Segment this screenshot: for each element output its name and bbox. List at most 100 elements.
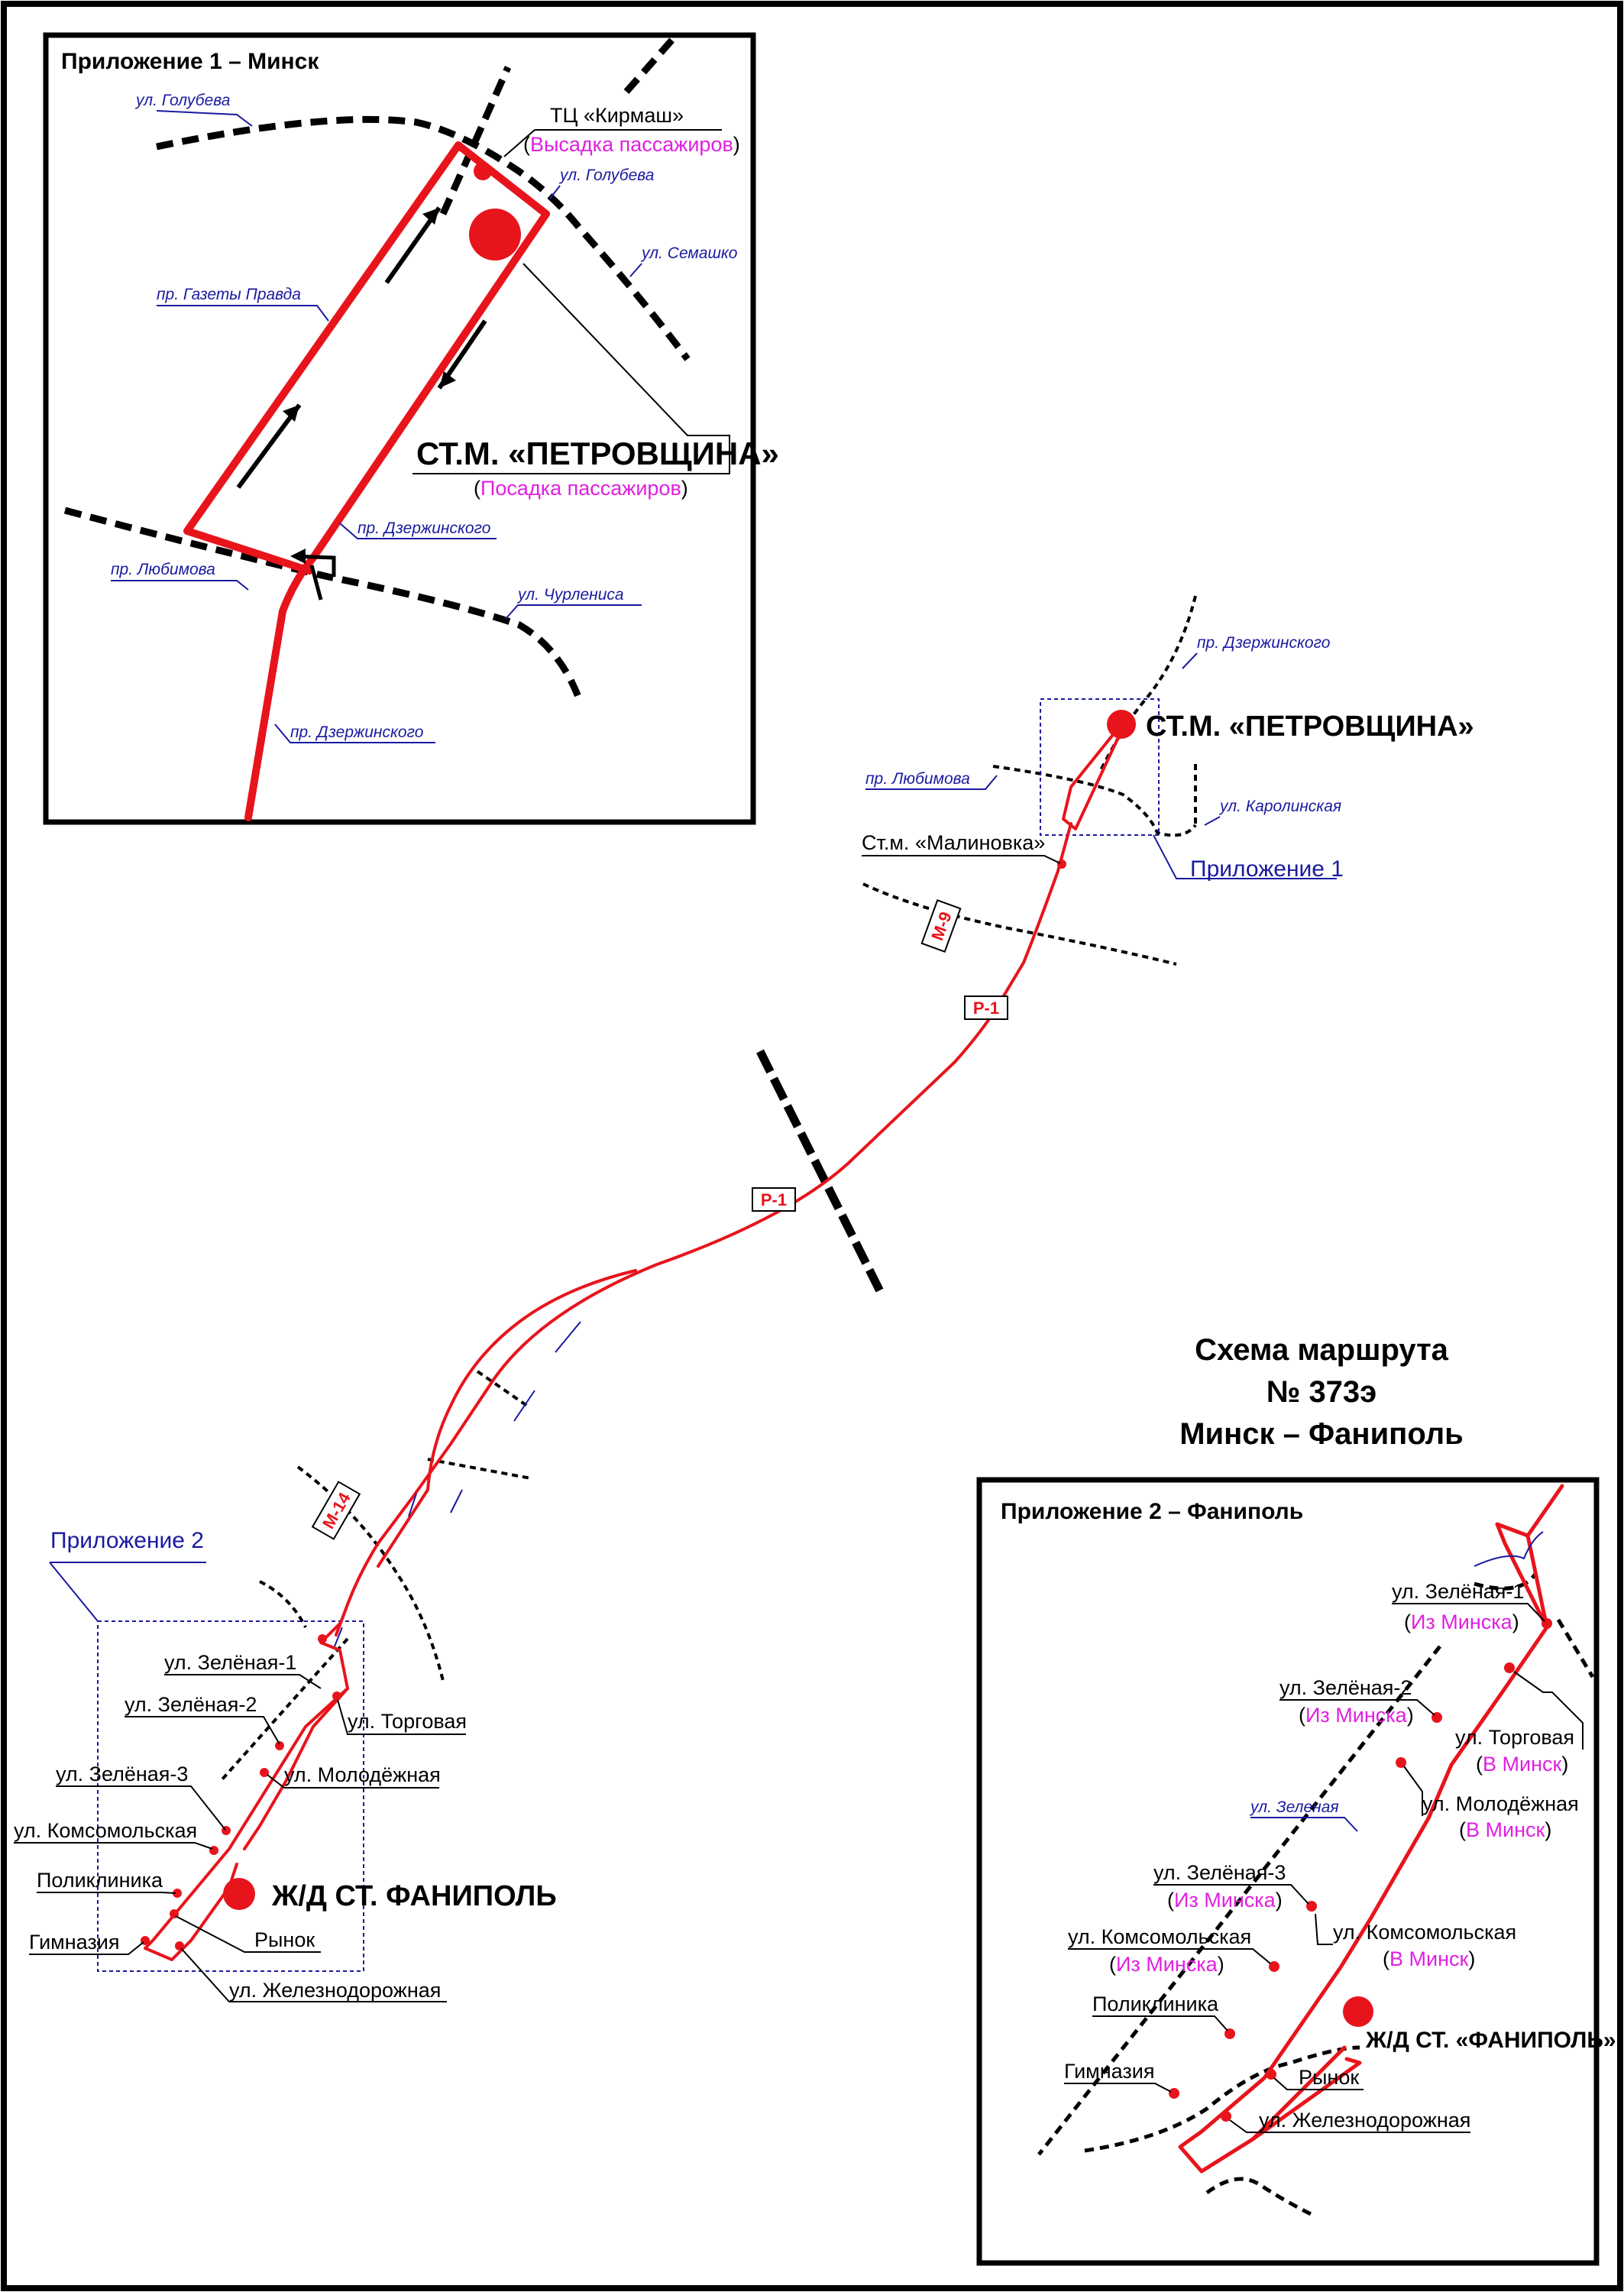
road-lyubimova-main (992, 765, 1197, 837)
svg-text:Р-1: Р-1 (761, 1190, 787, 1209)
stop-malinovka (1057, 860, 1066, 869)
arrow-up-1 (236, 403, 302, 489)
terminal-fanipol-main-name: Ж/Д СТ. ФАНИПОЛЬ (271, 1880, 557, 1912)
inset2-stop-zelenaya-3: ул. Зелёная-3 (1153, 1861, 1286, 1884)
arrow-left (293, 554, 336, 577)
inset2-road-1 (1474, 1572, 1538, 1591)
road-lyubimova (63, 507, 584, 704)
inset2-street-zelenaya: ул. Зеленая (1249, 1798, 1339, 1816)
road-semashko (439, 66, 512, 215)
road-dzerzhinskogo-main (1098, 595, 1197, 772)
inset2-road-zelenaya (1037, 1645, 1441, 2156)
main-route-south-2 (243, 1687, 349, 1850)
road-m14-b (427, 1458, 532, 1480)
inset2-stop-rynok: Рынок (1299, 2066, 1359, 2089)
main-route-loop (377, 1269, 637, 1568)
terminal-petrovshchina-main (1107, 710, 1136, 739)
map-title: Схема маршрута № 373э Минск – Фаниполь (1179, 1333, 1464, 1451)
main-route-line-2 (335, 822, 1072, 1636)
street-golubeva-1: ул. Голубева (134, 92, 230, 109)
main-stop-gimnaziya: Гимназия (29, 1931, 119, 1954)
kirmash-note: (Высадка пассажиров) (523, 133, 740, 156)
terminal-fanipol-main (223, 1878, 255, 1910)
road-label-r1-a: Р-1 (964, 995, 1008, 1020)
road-m9 (862, 882, 1177, 966)
main-stop-zheleznodorozhnaya: ул. Железнодорожная (229, 1979, 441, 2002)
road-label-r1-b: Р-1 (752, 1187, 796, 1212)
svg-text:(Из Минска): (Из Минска) (1299, 1704, 1414, 1727)
inset-minsk-route (183, 141, 550, 821)
terminal-petrovshchina-inset (469, 209, 521, 261)
street-dzerzhinskogo-1: пр. Дзержинского (357, 520, 491, 537)
street-semashko: ул. Семашко (640, 244, 738, 262)
inset2-stop-torgovaya: ул. Торговая (1455, 1726, 1574, 1749)
arrow-up-1-head (283, 405, 299, 422)
inset2-road-south (1084, 2045, 1360, 2153)
inset2-terminal-name: Ж/Д СТ. «ФАНИПОЛЬ» (1365, 2028, 1616, 2053)
inset-fanipol: Приложение 2 – Фаниполь ул. Зеленая ул. … (976, 1477, 1616, 2266)
inset2-route-2 (1250, 2045, 1347, 2141)
main-stop-poliklinika: Поликлиника (37, 1869, 163, 1892)
street-churlenisa: ул. Чурлениса (516, 586, 624, 604)
appendix2-label: Приложение 2 (50, 1528, 204, 1553)
street-gazety-pravda: пр. Газеты Правда (157, 286, 301, 303)
inset2-road-2 (1556, 1618, 1595, 1679)
inset2-stop-komsomolskaya: ул. Комсомольская (1333, 1921, 1516, 1944)
svg-text:Минск – Фаниполь: Минск – Фаниполь (1179, 1417, 1464, 1451)
inset-minsk: Приложение 1 – Минск ул. Голубева ул. Го… (43, 32, 779, 825)
inset2-stop-komsomolskaya-from: ул. Комсомольская (1068, 1925, 1251, 1948)
main-stop-zelenaya-2: ул. Зелёная-2 (125, 1693, 257, 1716)
inset-minsk-frame (43, 32, 756, 825)
main-street-karolinskaya: ул. Каролинская (1218, 798, 1341, 815)
terminal-minsk-main-name: СТ.М. «ПЕТРОВЩИНА» (1146, 711, 1474, 743)
svg-text:№ 373э: № 373э (1267, 1375, 1377, 1409)
main-street-lyubimova: пр. Любимова (865, 770, 970, 788)
tick-mark (309, 565, 323, 601)
main-street-dzerzhinskogo: пр. Дзержинского (1197, 634, 1331, 652)
main-route-map: М-9 Р-1 Р-1 М-14 пр. Дзержинского пр (14, 595, 1474, 2002)
street-lyubimova: пр. Любимова (111, 561, 215, 578)
main-stop-zelenaya-1: ул. Зелёная-1 (164, 1651, 296, 1674)
arrow-left-head (290, 549, 306, 564)
railway (756, 1049, 885, 1295)
kirmash-name: ТЦ «Кирмаш» (550, 104, 684, 127)
svg-text:(В Минск): (В Минск) (1459, 1818, 1551, 1841)
main-route-south (144, 1622, 349, 1961)
inset-fanipol-frame (976, 1477, 1600, 2266)
stop-kirmash (474, 162, 492, 180)
main-stop-molodezhnaya: ул. Молодёжная (284, 1763, 441, 1786)
inset-minsk-heading: Приложение 1 – Минск (61, 49, 319, 74)
terminal-minsk-inset-name: СТ.М. «ПЕТРОВЩИНА» (416, 435, 779, 471)
inset-fanipol-heading: Приложение 2 – Фаниполь (1001, 1499, 1303, 1524)
main-stop-torgovaya: ул. Торговая (348, 1710, 467, 1733)
main-stop-komsomolskaya: ул. Комсомольская (14, 1819, 197, 1842)
svg-text:(Из Минска): (Из Минска) (1167, 1889, 1283, 1912)
inset2-stop-gimnaziya: Гимназия (1064, 2060, 1154, 2083)
main-stop-zelenaya-3: ул. Зелёная-3 (56, 1763, 188, 1785)
inset2-route (1178, 1484, 1564, 2174)
inset2-stop-poliklinika: Поликлиника (1092, 1993, 1219, 2015)
road-semashko-2 (623, 37, 675, 94)
inset2-stop-molodezhnaya: ул. Молодёжная (1422, 1792, 1579, 1815)
inset2-road-se (1205, 2177, 1315, 2218)
road-m14-a (476, 1370, 529, 1407)
terminal-minsk-inset-note: (Посадка пассажиров) (474, 477, 688, 500)
svg-text:Схема маршрута: Схема маршрута (1195, 1333, 1449, 1367)
street-dzerzhinskogo-2: пр. Дзержинского (290, 724, 424, 741)
road-label-m14: М-14 (311, 1481, 361, 1540)
road-golubeva (156, 115, 691, 361)
inset2-stop-zelenaya-2: ул. Зелёная-2 (1279, 1676, 1412, 1699)
malinovka-label: Ст.м. «Малиновка» (862, 831, 1045, 854)
svg-text:Р-1: Р-1 (973, 999, 999, 1018)
appendix1-label: Приложение 1 (1190, 856, 1344, 882)
street-golubeva-2: ул. Голубева (558, 167, 654, 184)
svg-text:(Из Минска): (Из Минска) (1404, 1611, 1519, 1633)
road-label-m9: М-9 (920, 899, 962, 953)
main-route-line (1062, 723, 1126, 830)
svg-text:(В Минск): (В Минск) (1476, 1753, 1568, 1776)
inset2-terminal (1343, 1996, 1373, 2027)
appendix2-box (97, 1620, 364, 1972)
arrow-down-1-head (439, 371, 456, 388)
